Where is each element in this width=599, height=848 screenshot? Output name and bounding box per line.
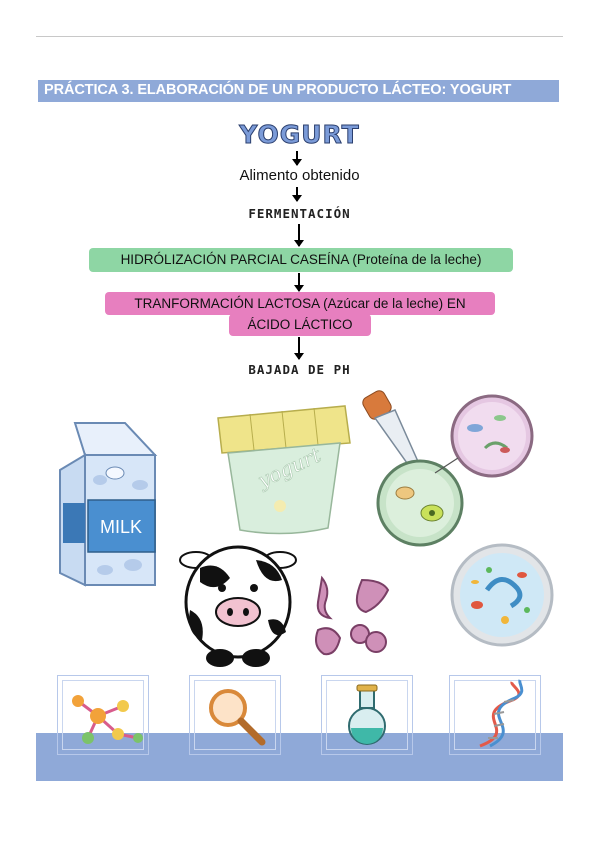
footer-icon-molecule bbox=[57, 675, 149, 755]
molecule-icon bbox=[72, 695, 143, 744]
flow-step-ph: BAJADA DE PH bbox=[248, 362, 351, 377]
footer-icon-magnifier bbox=[189, 675, 281, 755]
flow-step-lactose-line1: TRANFORMACIÓN LACTOSA (Azúcar de la lech… bbox=[105, 292, 495, 315]
dna-icon bbox=[479, 679, 524, 748]
practice-banner: PRÁCTICA 3. ELABORACIÓN DE UN PRODUCTO L… bbox=[38, 80, 559, 102]
flow-step-hydrolysis: HIDRÓLIZACIÓN PARCIAL CASEÍNA (Proteína … bbox=[89, 248, 513, 272]
flask-icon bbox=[348, 684, 386, 745]
arrow-down-icon bbox=[294, 337, 304, 360]
milk-label: MILK bbox=[100, 517, 142, 537]
flow-title: YOGURT bbox=[239, 120, 360, 150]
flow-step-lactose-line2: ÁCIDO LÁCTICO bbox=[229, 314, 371, 336]
arrow-down-icon bbox=[294, 273, 304, 292]
milk-carton-icon: MILK bbox=[59, 422, 158, 587]
magnifier-icon bbox=[209, 689, 266, 746]
flow-step-obtained: Alimento obtenido bbox=[239, 167, 360, 184]
footer-icon-dna bbox=[449, 675, 541, 755]
arrow-down-icon bbox=[292, 187, 302, 202]
footer-icon-flask bbox=[321, 675, 413, 755]
arrow-down-icon bbox=[292, 151, 302, 166]
top-rule bbox=[36, 36, 563, 37]
arrow-down-icon bbox=[294, 224, 304, 247]
cow-icon bbox=[179, 545, 297, 667]
petri-dish-icon bbox=[450, 543, 554, 647]
yogurt-cup-icon: yogurt bbox=[217, 405, 351, 535]
microscope-view-icon bbox=[362, 390, 534, 547]
footer-band bbox=[36, 733, 563, 781]
bacteria-icon bbox=[315, 575, 390, 656]
banner-title: PRÁCTICA 3. ELABORACIÓN DE UN PRODUCTO L… bbox=[44, 82, 512, 98]
flow-step-fermentation: FERMENTACIÓN bbox=[248, 206, 351, 221]
